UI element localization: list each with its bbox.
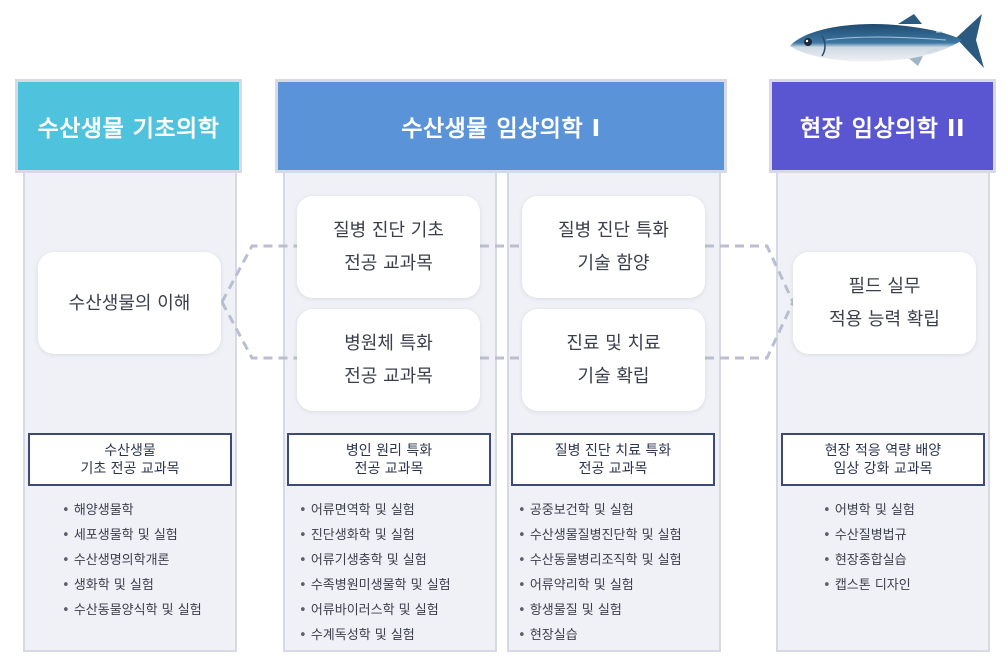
tag-line: 수산생물 [104, 442, 156, 459]
tag-line: 병인 원리 특화 [345, 442, 433, 459]
tag-line: 전공 교과목 [354, 460, 424, 477]
card-treatment-skill: 진료 및 치료 기술 확립 [522, 309, 705, 411]
list-item: 어류기생충학 및 실험 [299, 548, 451, 573]
card-line: 전공 교과목 [344, 253, 433, 274]
course-list-clinical-left: 어류면역학 및 실험 진단생화학 및 실험 어류기생충학 및 실험 수족병원미생… [299, 498, 451, 648]
list-item: 해양생물학 [62, 498, 202, 523]
list-item: 수족병원미생물학 및 실험 [299, 573, 451, 598]
header-field-medicine-2: 현장 임상의학 II [769, 79, 996, 173]
tag-line: 질병 진단 치료 특화 [554, 442, 672, 459]
list-item: 수산생명의학개론 [62, 548, 202, 573]
list-item: 현장종합실습 [823, 548, 915, 573]
tag-line: 임상 강화 교과목 [833, 460, 933, 477]
list-item: 어류약리학 및 실험 [518, 573, 682, 598]
list-item: 현장실습 [518, 623, 682, 648]
card-disease-diagnosis-basics: 질병 진단 기초 전공 교과목 [297, 196, 480, 298]
list-item: 어류면역학 및 실험 [299, 498, 451, 523]
tag-pathogenesis-courses: 병인 원리 특화 전공 교과목 [287, 433, 491, 486]
tag-field-clinical-courses: 현장 적응 역량 배양 임상 강화 교과목 [781, 433, 985, 486]
list-item: 수산생물질병진단학 및 실험 [518, 523, 682, 548]
card-pathogen-specialization: 병원체 특화 전공 교과목 [297, 309, 480, 411]
card-line: 질병 진단 특화 [558, 220, 669, 241]
list-item: 수산동물병리조직학 및 실험 [518, 548, 682, 573]
header-basic-medicine: 수산생물 기초의학 [15, 79, 242, 173]
list-item: 수산동물양식학 및 실험 [62, 598, 202, 623]
list-item: 공중보건학 및 실험 [518, 498, 682, 523]
list-item: 세포생물학 및 실험 [62, 523, 202, 548]
card-line: 수산생물의 이해 [68, 292, 191, 314]
card-line: 기술 확립 [577, 366, 650, 387]
course-list-basic: 해양생물학 세포생물학 및 실험 수산생명의학개론 생화학 및 실험 수산동물양… [62, 498, 202, 623]
header-clinical-medicine-1: 수산생물 임상의학 I [275, 79, 727, 173]
list-item: 캡스톤 디자인 [823, 573, 915, 598]
card-field-practice: 필드 실무 적용 능력 확립 [793, 252, 976, 354]
card-understanding-aquatic-life: 수산생물의 이해 [38, 252, 221, 354]
course-list-field: 어병학 및 실험 수산질병법규 현장종합실습 캡스톤 디자인 [823, 498, 915, 598]
tag-line: 기초 전공 교과목 [80, 460, 180, 477]
card-line: 기술 함양 [577, 253, 650, 274]
list-item: 수산질병법규 [823, 523, 915, 548]
card-line: 필드 실무 [848, 276, 921, 297]
list-item: 진단생화학 및 실험 [299, 523, 451, 548]
tag-line: 전공 교과목 [578, 460, 648, 477]
tag-diagnosis-treatment-courses: 질병 진단 치료 특화 전공 교과목 [511, 433, 715, 486]
card-diagnosis-skill: 질병 진단 특화 기술 함양 [522, 196, 705, 298]
tag-basic-major-courses: 수산생물 기초 전공 교과목 [28, 433, 232, 486]
course-list-clinical-right: 공중보건학 및 실험 수산생물질병진단학 및 실험 수산동물병리조직학 및 실험… [518, 498, 682, 648]
list-item: 수계독성학 및 실험 [299, 623, 451, 648]
tag-line: 현장 적응 역량 배양 [824, 442, 942, 459]
card-line: 적용 능력 확립 [829, 309, 940, 330]
list-item: 어병학 및 실험 [823, 498, 915, 523]
mackerel-fish-icon [790, 14, 984, 68]
list-item: 생화학 및 실험 [62, 573, 202, 598]
card-line: 진료 및 치료 [566, 333, 661, 354]
list-item: 어류바이러스학 및 실험 [299, 598, 451, 623]
card-line: 질병 진단 기초 [333, 220, 444, 241]
card-line: 병원체 특화 [344, 333, 433, 354]
list-item: 항생물질 및 실험 [518, 598, 682, 623]
card-line: 전공 교과목 [344, 366, 433, 387]
